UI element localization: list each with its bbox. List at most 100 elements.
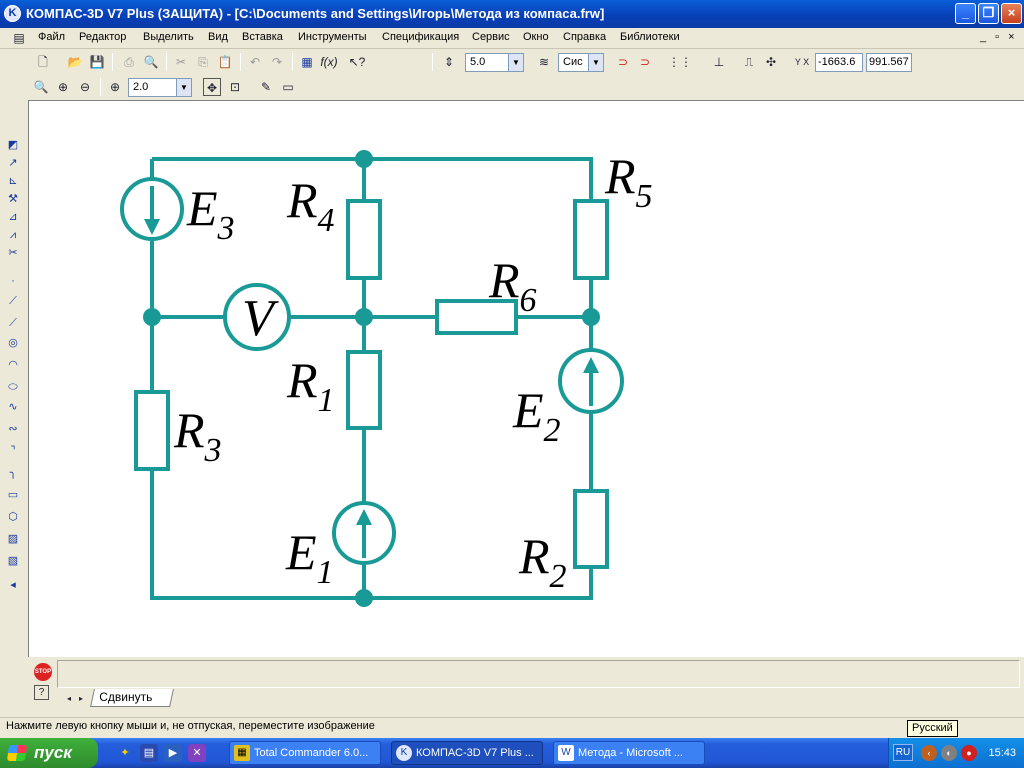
step-icon[interactable]: ⇕ (443, 55, 455, 69)
menu-insert[interactable]: Вставка (242, 31, 283, 43)
menu-help[interactable]: Справка (563, 31, 607, 43)
redo-icon[interactable]: ↷ (271, 55, 283, 69)
zoom-in-icon[interactable]: ⊕ (57, 80, 69, 94)
tray-expand-icon[interactable]: ‹ (921, 745, 937, 761)
quicklaunch-desktop-icon[interactable]: ▤ (140, 744, 158, 762)
language-indicator[interactable]: RU (893, 744, 913, 761)
start-button[interactable]: пуск (0, 738, 98, 768)
ellipse-tool-icon[interactable]: ⬭ (8, 381, 18, 393)
edit-tool-icon[interactable]: ⚒ (8, 193, 18, 205)
command-field[interactable] (57, 660, 1020, 688)
refresh-icon[interactable]: ✎ (260, 80, 272, 94)
properties-icon[interactable]: ▦ (301, 55, 313, 69)
display-mode-icon[interactable]: ▭ (282, 80, 294, 94)
new-file-icon[interactable]: 🗋 (38, 55, 48, 69)
circle-tool-icon[interactable]: ◎ (8, 337, 18, 349)
kompas-app-icon[interactable]: K (4, 5, 21, 22)
select-tool-icon[interactable]: ✂ (8, 247, 18, 259)
collapse-toolbar-icon[interactable]: ◂ (10, 579, 16, 591)
point-tool-icon[interactable]: · (11, 275, 15, 287)
coord-y-field[interactable]: 991.567 (866, 53, 912, 72)
maximize-button[interactable]: ❐ (978, 3, 999, 24)
geometry-tool-icon[interactable]: ◩ (7, 139, 19, 151)
context-help-icon[interactable]: ↖? (348, 55, 366, 69)
e1-arrow-head (356, 509, 372, 525)
tab-shift[interactable]: Сдвинуть (90, 689, 174, 707)
chevron-down-icon[interactable]: ▼ (588, 54, 603, 71)
menu-tools[interactable]: Инструменты (298, 31, 367, 43)
segment-tool-icon[interactable]: ⟋ (9, 317, 17, 329)
polygon-tool-icon[interactable]: ⬡ (8, 511, 18, 523)
coord-x-field[interactable]: -1663.6 (815, 53, 863, 72)
menu-view[interactable]: Вид (208, 31, 228, 43)
save-icon[interactable]: 💾 (89, 55, 105, 69)
step-field[interactable]: 5.0▼ (465, 53, 524, 72)
pan-icon[interactable]: ✥ (203, 78, 221, 96)
chamfer-tool-icon[interactable]: ⌝ (10, 445, 16, 457)
task-total-commander[interactable]: ▦Total Commander 6.0... (229, 741, 381, 765)
zoom-field[interactable]: 2.0▼ (128, 78, 192, 97)
menu-editor[interactable]: Редактор (79, 31, 127, 43)
contour-tool-icon[interactable]: ▧ (7, 555, 19, 567)
view-toolbar: 🔍 ⊕ ⊖ ⊕ 2.0▼ ✥ ⊡ ✎ ▭ (0, 76, 1024, 100)
menu-select[interactable]: Выделить (143, 31, 194, 43)
rectangle-tool-icon[interactable]: ▭ (7, 489, 19, 501)
zoom-fit-icon[interactable]: ⊡ (229, 80, 241, 94)
zoom-out-icon[interactable]: ⊖ (79, 80, 91, 94)
quicklaunch-figure-icon[interactable]: ✦ (120, 747, 130, 759)
quicklaunch-media-icon[interactable]: ▶ (164, 744, 182, 762)
menu-specification[interactable]: Спецификация (382, 31, 460, 43)
menu-service[interactable]: Сервис (472, 31, 510, 43)
hatch-tool-icon[interactable]: ▨ (7, 533, 19, 545)
menu-libraries[interactable]: Библиотеки (620, 31, 680, 43)
drawing-canvas[interactable]: E3 R4 R5 R6 V R1 E2 R3 E1 R2 (28, 100, 1024, 657)
close-button[interactable]: × (1001, 3, 1022, 24)
symbols-tool-icon[interactable]: ⊾ (8, 175, 18, 187)
doc-window-controls[interactable]: _ ▫ × (980, 31, 1018, 43)
zoom-in-window-icon[interactable]: 🔍 (33, 80, 49, 94)
copy-icon[interactable]: ⎘ (198, 55, 208, 69)
tray-volume-icon[interactable]: ◐ (941, 745, 957, 761)
dimensions-tool-icon[interactable]: ↗ (8, 157, 18, 169)
print-preview-icon[interactable]: 🔍 (143, 55, 159, 69)
menu-file[interactable]: Файл (38, 31, 66, 43)
tab-scroll-right-icon[interactable]: ▸ (78, 694, 83, 703)
open-folder-icon[interactable]: 📂 (67, 55, 83, 69)
tray-security-icon[interactable]: ● (961, 745, 977, 761)
cut-icon[interactable]: ✂ (175, 55, 187, 69)
aux-line-tool-icon[interactable]: ⟋ (9, 295, 17, 307)
help-icon[interactable]: ? (34, 685, 49, 700)
chevron-down-icon[interactable]: ▼ (176, 79, 191, 96)
stop-icon[interactable]: STOP (34, 663, 52, 681)
grid-icon[interactable]: ⋮⋮ (668, 55, 692, 69)
zoom-scale-icon[interactable]: ⊕ (109, 80, 121, 94)
round-icon[interactable]: ⎍ (744, 55, 754, 69)
quicklaunch-xp-icon[interactable]: ✕ (188, 744, 206, 762)
parametrization-tool-icon[interactable]: ⊿ (8, 211, 18, 223)
menu-window[interactable]: Окно (523, 31, 549, 43)
snap-magnet-icon[interactable]: ⊃ (617, 55, 629, 69)
tab-scroll-left-icon[interactable]: ◂ (66, 694, 71, 703)
layers-icon[interactable]: ≋ (538, 55, 550, 69)
source-e1 (332, 501, 396, 565)
document-icon[interactable]: ▤ (13, 31, 25, 45)
snap-settings-icon[interactable]: ⊃ (639, 55, 651, 69)
cursor-icon[interactable]: ✣ (765, 55, 777, 69)
title-bar: K КОМПАС-3D V7 Plus (ЗАЩИТА) - [C:\Docum… (0, 0, 1024, 28)
arc-tool-icon[interactable]: ◠ (8, 359, 18, 371)
minimize-button[interactable]: _ (955, 3, 976, 24)
measure-tool-icon[interactable]: ⩘ (9, 229, 17, 241)
undo-icon[interactable]: ↶ (249, 55, 261, 69)
ortho-icon[interactable]: ⊥ (713, 55, 725, 69)
fillet-tool-icon[interactable]: ╮ (9, 467, 17, 479)
bezier-tool-icon[interactable]: ∾ (8, 423, 18, 435)
spline-tool-icon[interactable]: ∿ (8, 401, 18, 413)
label-r4: R4 (286, 172, 335, 239)
function-icon[interactable]: f(x) (320, 55, 338, 69)
layer-field[interactable]: Сис▼ (558, 53, 604, 72)
paste-icon[interactable]: 📋 (217, 55, 233, 69)
chevron-down-icon[interactable]: ▼ (508, 54, 523, 71)
print-icon[interactable]: ⎙ (124, 55, 134, 69)
